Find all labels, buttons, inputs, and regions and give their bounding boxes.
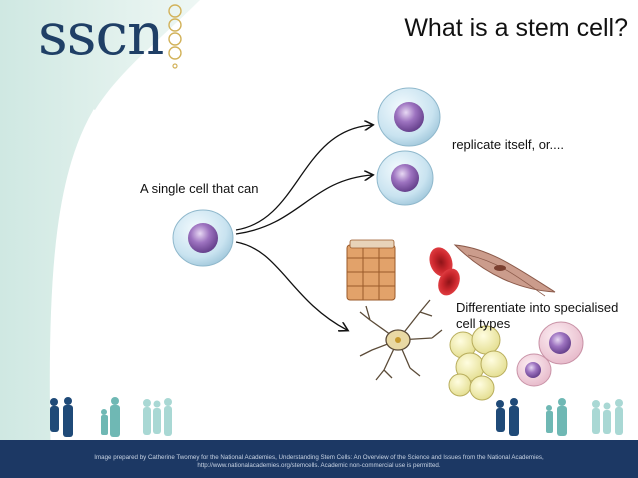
single-cell-label: A single cell that can	[140, 181, 259, 196]
people-silhouettes-icon	[50, 397, 623, 437]
white-blood-cells-icon	[516, 321, 584, 387]
logo: sscn	[38, 0, 164, 68]
stem-cell-illustration	[172, 87, 584, 401]
muscle-cells-icon	[453, 244, 556, 297]
credit-line-2: http://www.nationalacademies.org/stemcel…	[197, 462, 441, 469]
image-credit: Image prepared by Catherine Twomey for t…	[0, 454, 638, 470]
replicated-cell-top	[377, 87, 441, 147]
neuron-icon	[359, 299, 443, 381]
logo-dots-icon	[168, 4, 182, 69]
red-blood-cells-icon	[429, 247, 460, 296]
epithelial-cells-icon	[346, 239, 396, 301]
replicated-cell-bottom	[376, 150, 434, 206]
replicate-label: replicate itself, or....	[452, 137, 564, 152]
page-title: What is a stem cell?	[404, 14, 628, 42]
credit-line-1: Image prepared by Catherine Twomey for t…	[94, 454, 544, 461]
stem-cell	[172, 209, 234, 267]
fat-cells-icon	[448, 325, 508, 401]
arrows	[235, 125, 372, 330]
differentiate-label: Differentiate into specialised cell type…	[456, 300, 619, 331]
footer-band	[0, 440, 638, 478]
